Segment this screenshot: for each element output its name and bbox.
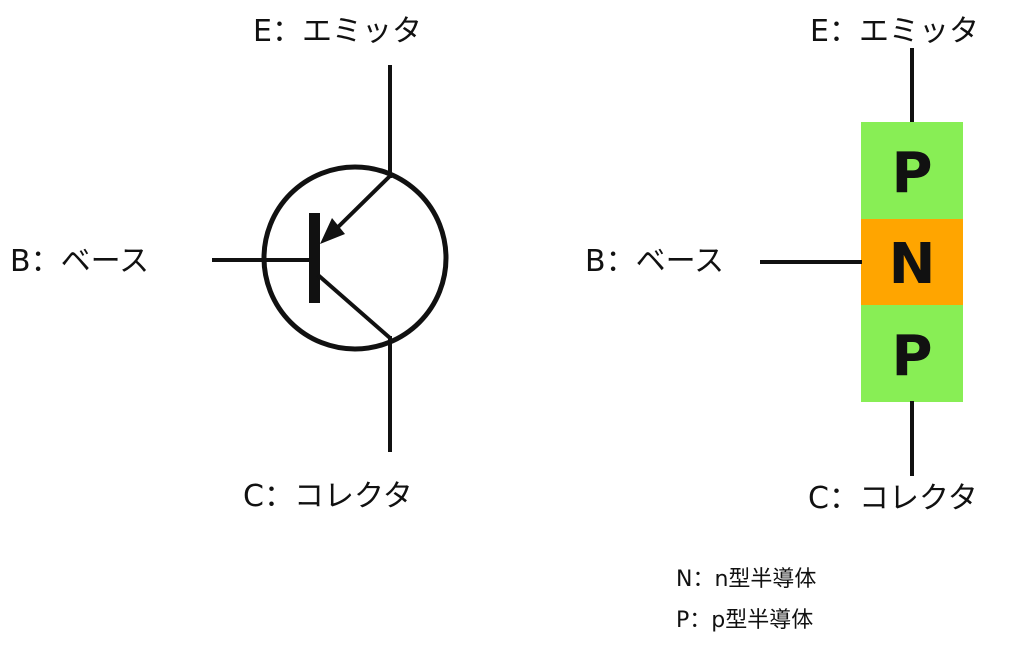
region-p-top: [861, 122, 963, 219]
symbol-base-label: B：ベース: [10, 244, 150, 279]
legend-n-type: N：n型半導体: [676, 567, 817, 592]
pnp-structure: P N P: [760, 48, 963, 476]
emitter-arrow-icon: [320, 218, 345, 244]
symbol-emitter-label: E：エミッタ: [253, 14, 422, 49]
structure-collector-label: C：コレクタ: [808, 481, 978, 516]
structure-base-label: B：ベース: [585, 244, 725, 279]
region-letter: P: [891, 324, 932, 389]
symbol-collector-label: C：コレクタ: [243, 479, 413, 514]
collector-diagonal: [316, 273, 392, 340]
pnp-transistor-symbol: [212, 65, 449, 452]
emitter-diagonal: [331, 174, 392, 234]
region-p-bottom: [861, 305, 963, 402]
structure-emitter-label: E：エミッタ: [810, 14, 979, 49]
region-letter: P: [891, 141, 932, 206]
region-n: [861, 219, 963, 305]
legend-p-type: P：p型半導体: [676, 608, 814, 633]
region-letter: N: [889, 232, 936, 297]
base-bar: [309, 213, 320, 303]
